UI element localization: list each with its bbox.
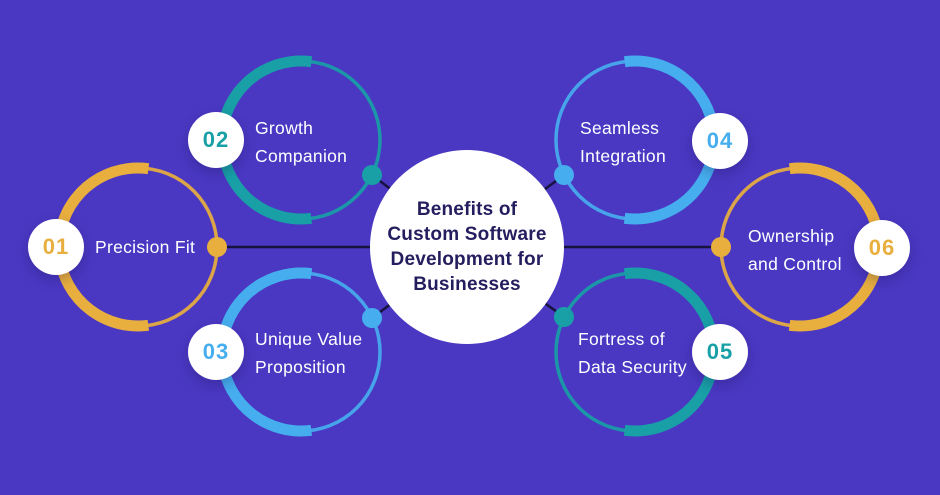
badge-02-number: 02 bbox=[202, 127, 230, 152]
ring-03-connector-dot bbox=[362, 308, 382, 328]
badge-05-number: 05 bbox=[706, 339, 734, 364]
center-title: Benefits of Custom Software Development … bbox=[387, 199, 547, 295]
item-label-01: Precision Fit bbox=[95, 237, 196, 257]
badge-05: 05 bbox=[692, 324, 748, 380]
ring-06-connector-dot bbox=[711, 237, 731, 257]
badge-06: 06 bbox=[854, 220, 910, 276]
ring-05-connector-dot bbox=[554, 307, 574, 327]
ring-02-connector-dot bbox=[362, 165, 382, 185]
ring-01-connector-dot bbox=[207, 237, 227, 257]
item-label-05: Fortress of Data Security bbox=[578, 329, 687, 377]
badge-01: 01 bbox=[28, 219, 84, 275]
badge-03-number: 03 bbox=[202, 339, 230, 364]
item-label-04: Seamless Integration bbox=[580, 118, 666, 166]
badge-04-number: 04 bbox=[706, 128, 734, 153]
item-label-02: Growth Companion bbox=[255, 118, 348, 166]
badge-02: 02 bbox=[188, 112, 244, 168]
item-label-06: Ownership and Control bbox=[748, 226, 842, 274]
badge-01-number: 01 bbox=[42, 234, 70, 259]
item-label-03: Unique Value Proposition bbox=[255, 329, 363, 377]
badge-04: 04 bbox=[692, 113, 748, 169]
badge-06-number: 06 bbox=[868, 235, 896, 260]
ring-04-connector-dot bbox=[554, 165, 574, 185]
center-circle: Benefits of Custom Software Development … bbox=[370, 150, 564, 344]
badge-03: 03 bbox=[188, 324, 244, 380]
